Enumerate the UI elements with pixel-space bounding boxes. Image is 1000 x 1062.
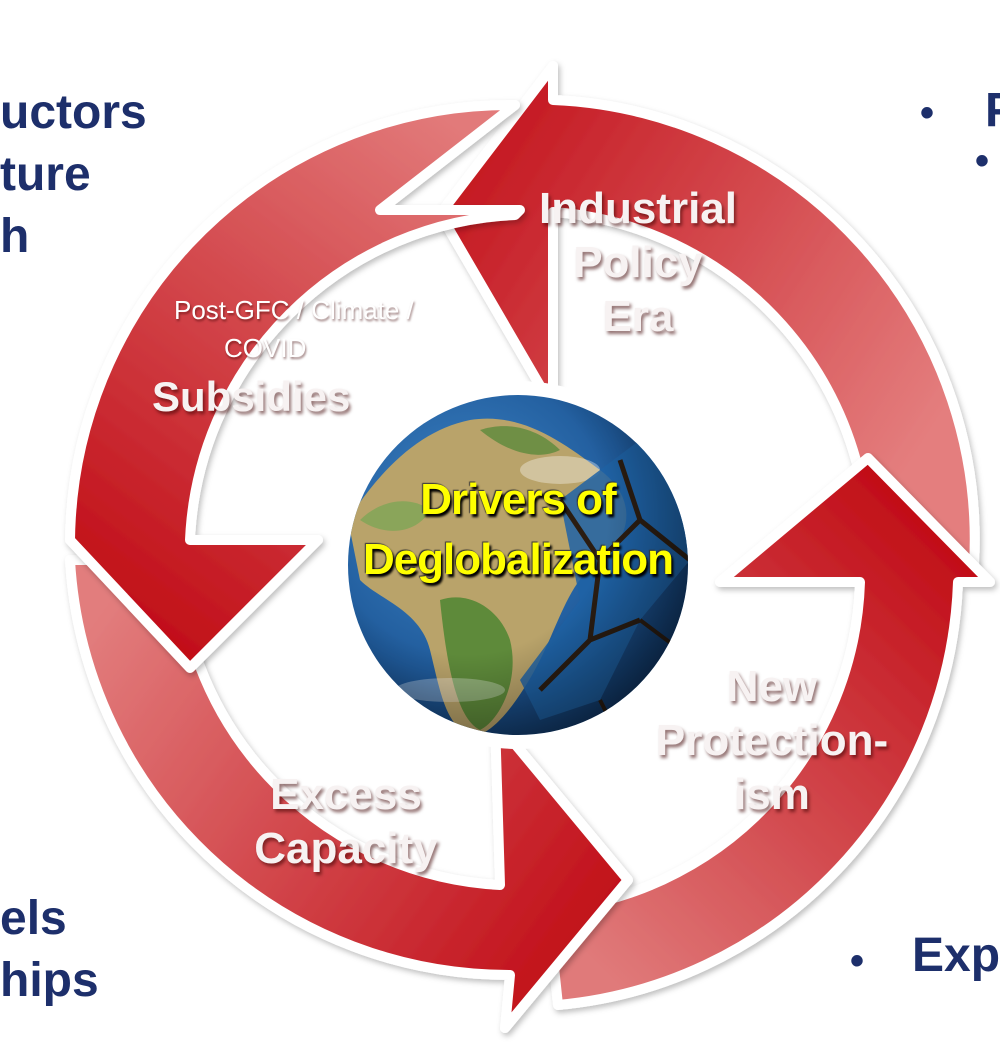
arrow-excess-capacity bbox=[65, 555, 633, 1033]
center-line-1: Drivers of bbox=[420, 475, 616, 524]
center-title: Drivers of Deglobalization bbox=[346, 470, 690, 590]
left-partial-line-1: uctors bbox=[0, 86, 147, 139]
subsidies-sub-label-2: COVID bbox=[224, 333, 307, 363]
protectionism-line-2: Protection- bbox=[655, 716, 889, 765]
bottom-right-bullet: • bbox=[850, 939, 865, 983]
right-partial-text-1: P bbox=[985, 80, 1000, 142]
right-bullet-1: • bbox=[920, 91, 935, 135]
protectionism-line-3: ism bbox=[734, 770, 810, 819]
label-excess-capacity: Excess Capacity bbox=[236, 768, 456, 876]
bottom-left-partial-text-block: els hips bbox=[0, 888, 99, 1012]
center-line-2: Deglobalization bbox=[362, 535, 674, 584]
bottom-left-partial-line-1: els bbox=[0, 892, 67, 945]
arrow-industrial-policy bbox=[435, 61, 980, 570]
arrow-subsidies bbox=[65, 99, 525, 673]
cracked-earth-globe bbox=[334, 381, 702, 749]
left-partial-text-block: uctors ture h bbox=[0, 82, 147, 268]
right-bullet-2: • bbox=[975, 139, 990, 183]
arrow-new-protectionism bbox=[543, 453, 995, 1010]
bottom-left-partial-line-2: hips bbox=[0, 954, 99, 1007]
subsidies-sub-label-1: Post-GFC / Climate / bbox=[174, 295, 414, 325]
left-partial-line-3: h bbox=[0, 210, 30, 263]
industrial-line-2: Policy bbox=[573, 238, 703, 287]
industrial-line-3: Era bbox=[602, 292, 674, 341]
excess-line-1: Excess bbox=[270, 770, 422, 819]
label-industrial-policy-era: Industrial Policy Era bbox=[518, 182, 758, 344]
bottom-right-partial-text: Exp bbox=[912, 929, 1000, 982]
label-subsidies: Subsidies bbox=[152, 373, 351, 420]
left-partial-line-2: ture bbox=[0, 148, 91, 201]
excess-line-2: Capacity bbox=[254, 824, 438, 873]
industrial-line-1: Industrial bbox=[538, 184, 738, 233]
protectionism-line-1: New bbox=[726, 662, 818, 711]
label-new-protectionism: New Protection- ism bbox=[640, 660, 904, 822]
